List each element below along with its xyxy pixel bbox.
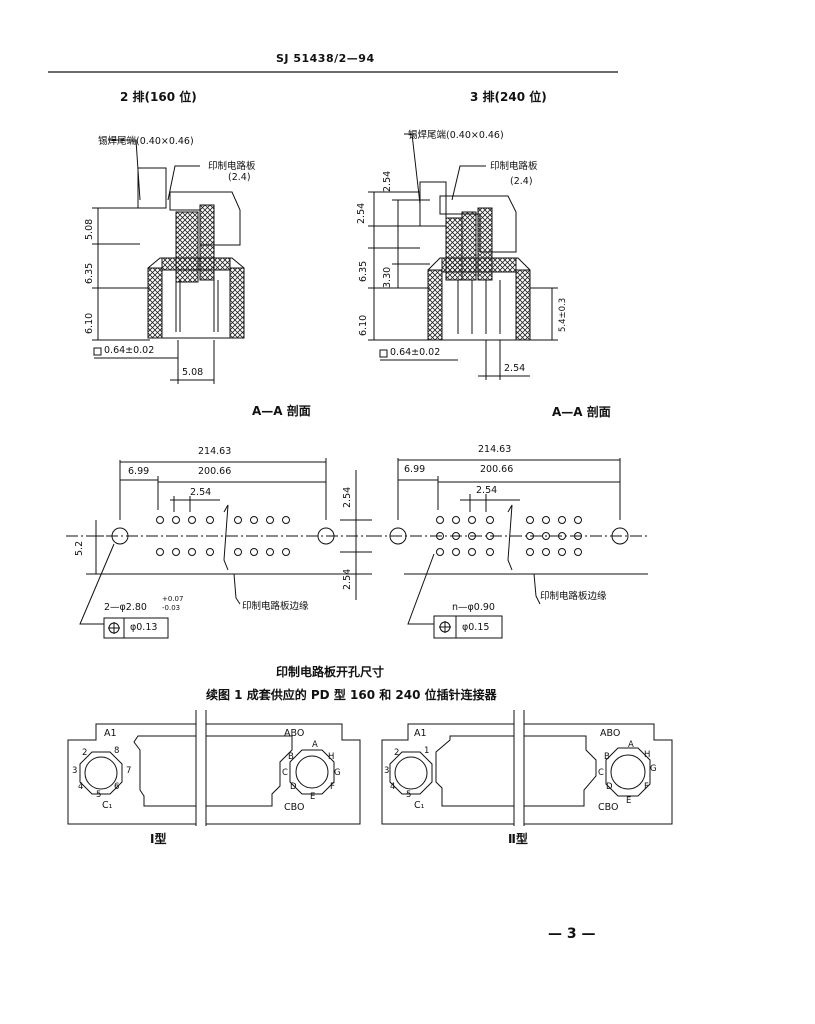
type2-a1: A1	[414, 728, 427, 739]
type2-n4: 4	[390, 782, 396, 792]
left-hole-spec: 2—φ2.80	[104, 602, 147, 613]
type1-outline	[67, 710, 361, 826]
right-hole-layout	[370, 458, 648, 639]
left-pcb-thickness: (2.4)	[228, 172, 251, 183]
type1-n4: 4	[78, 782, 84, 792]
left-solder-tail-label: 锡焊尾端(0.40×0.46)	[98, 136, 194, 147]
figure-caption: 续图 1 成套供应的 PD 型 160 和 240 位插针连接器	[206, 688, 497, 702]
right-hole-spec: n—φ0.90	[452, 602, 495, 613]
right-dim-610: 6.10	[358, 314, 369, 336]
right-dim-20066: 200.66	[480, 464, 514, 475]
right-dim-254-pitch: 2.54	[476, 485, 498, 496]
left-dim-508: 5.08	[84, 218, 95, 240]
type2-lf: F	[644, 782, 649, 792]
type2-caption: Ⅱ型	[508, 832, 528, 846]
type1-lf: F	[330, 782, 335, 792]
right-pcb-edge-label: 印制电路板边缘	[540, 591, 607, 602]
left-hole-layout	[66, 458, 372, 639]
right-section-title: 3 排(240 位)	[470, 90, 547, 104]
type1-c1: C₁	[102, 800, 113, 811]
right-pin-row-3	[436, 548, 582, 556]
right-dim-54: 5.4±0.3	[558, 297, 568, 332]
type1-lc: C	[282, 768, 288, 778]
right-solder-tail-label: 锡焊尾端(0.40×0.46)	[408, 130, 504, 141]
type2-lb: B	[604, 752, 610, 762]
type2-c1: C₁	[414, 800, 425, 811]
doc-code: SJ 51438/2—94	[276, 52, 375, 65]
right-dim-254a: 2.54	[382, 170, 393, 192]
left-section-title: 2 排(160 位)	[120, 90, 197, 104]
type2-n3: 3	[384, 766, 390, 776]
left-pin-row-2	[156, 548, 290, 556]
left-hole-tol-lower: -0.03	[162, 604, 181, 612]
left-dim-610: 6.10	[84, 312, 95, 334]
left-pcb-edge-label: 印制电路板边缘	[242, 601, 309, 612]
left-hole-tol-upper: +0.07	[162, 595, 184, 603]
type1-lb: B	[288, 752, 294, 762]
type2-n5: 5	[406, 790, 412, 800]
left-dim-254-lower: 2.54	[342, 568, 353, 590]
left-pin-tolerance: 0.64±0.02	[104, 345, 155, 356]
left-dim-699: 6.99	[128, 466, 150, 477]
left-dim-52: 5.2	[74, 540, 85, 556]
type1-ld: D	[290, 782, 297, 792]
left-cross-section	[92, 139, 245, 384]
right-pitch: 2.54	[504, 363, 526, 374]
type2-ld: D	[606, 782, 613, 792]
type1-n3: 3	[72, 766, 78, 776]
right-pin-row-1	[436, 516, 582, 524]
left-dim-635: 6.35	[84, 262, 95, 284]
type2-lh: H	[644, 750, 651, 760]
right-pin-row-2	[436, 532, 582, 540]
type1-n8: 8	[114, 746, 120, 756]
right-pin-tolerance: 0.64±0.02	[390, 347, 441, 358]
type1-abo: ABO	[284, 728, 305, 739]
right-dim-699: 6.99	[404, 464, 426, 475]
type2-n2: 2	[394, 748, 400, 758]
type1-n5: 5	[96, 790, 102, 800]
type1-lg: G	[334, 768, 341, 778]
right-dim-635: 6.35	[358, 260, 369, 282]
left-pcb-label: 印制电路板	[208, 161, 256, 172]
type1-cbo: CBO	[284, 802, 305, 813]
left-dim-254-upper: 2.54	[342, 486, 353, 508]
type2-cbo: CBO	[598, 802, 619, 813]
type1-n7: 7	[126, 766, 132, 776]
left-dim-21463: 214.63	[198, 446, 232, 457]
right-section-caption: A—A 剖面	[552, 405, 611, 419]
pcb-cutout-caption: 印制电路板开孔尺寸	[276, 665, 385, 679]
right-dim-21463: 214.63	[478, 444, 512, 455]
left-pitch: 5.08	[182, 367, 204, 378]
type2-la: A	[628, 740, 634, 750]
right-dim-330: 3.30	[382, 266, 393, 288]
type1-lh: H	[328, 752, 335, 762]
left-pin-row-1	[156, 516, 290, 524]
right-pcb-label: 印制电路板	[490, 161, 538, 172]
type2-abo: ABO	[600, 728, 621, 739]
type1-caption: Ⅰ型	[150, 832, 167, 846]
type2-n1: 1	[424, 746, 430, 756]
right-pcb-thickness: (2.4)	[510, 176, 533, 187]
page-number: — 3 —	[548, 926, 596, 942]
left-section-caption: A—A 剖面	[252, 404, 311, 418]
type1-a1: A1	[104, 728, 117, 739]
right-position-tolerance: φ0.15	[462, 622, 490, 633]
type2-lg: G	[650, 764, 657, 774]
type2-le: E	[626, 796, 632, 806]
left-dim-20066: 200.66	[198, 466, 232, 477]
type1-le: E	[310, 792, 316, 802]
type1-n6: 6	[114, 782, 120, 792]
type1-la: A	[312, 740, 318, 750]
type2-outline	[381, 710, 673, 826]
left-position-tolerance: φ0.13	[130, 622, 158, 633]
type2-lc: C	[598, 768, 604, 778]
type1-n2: 2	[82, 748, 88, 758]
right-dim-254b: 2.54	[356, 202, 367, 224]
left-dim-254-pitch: 2.54	[190, 487, 212, 498]
right-cross-section	[368, 133, 558, 380]
